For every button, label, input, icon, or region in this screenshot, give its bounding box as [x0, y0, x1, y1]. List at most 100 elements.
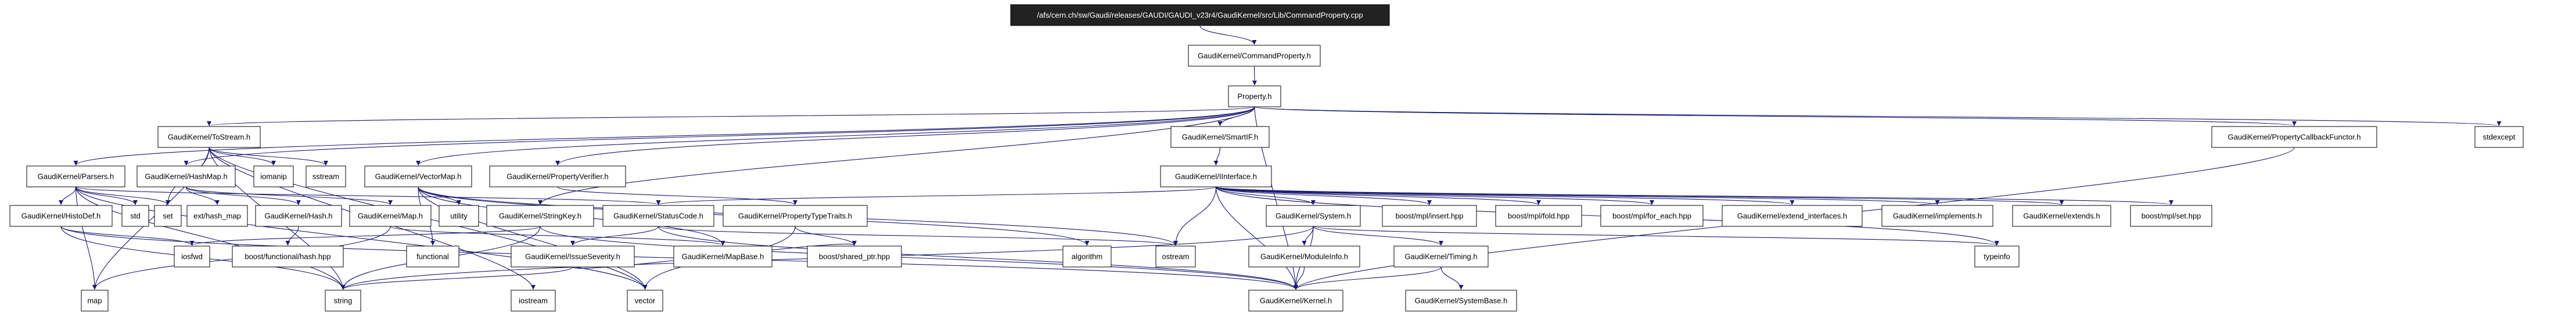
node-label: boost/mpl/fold.hpp — [1508, 212, 1569, 221]
node-box — [1881, 205, 1993, 227]
graph-node-extintf[interactable]: GaudiKernel/extend_interfaces.h — [1722, 205, 1863, 227]
graph-node-stdn[interactable]: std — [121, 205, 149, 227]
node-box — [136, 165, 236, 187]
graph-node-issueseverity[interactable]: GaudiKernel/IssueSeverity.h — [511, 245, 635, 268]
graph-edge-iinterface-extendsn — [1215, 186, 2064, 205]
graph-edge-smartif-iinterface — [1213, 147, 1221, 166]
graph-edge-parsers-str — [75, 186, 346, 290]
node-box — [1155, 245, 1196, 268]
graph-node-mplfold[interactable]: boost/mpl/fold.hpp — [1495, 205, 1582, 227]
node-label: GaudiKernel/MapBase.h — [682, 252, 764, 261]
node-box — [364, 165, 472, 187]
graph-node-sstream[interactable]: sstream — [306, 165, 346, 187]
graph-node-hash[interactable]: GaudiKernel/Hash.h — [255, 205, 342, 227]
node-label: GaudiKernel/IInterface.h — [1175, 172, 1257, 181]
graph-node-vector[interactable]: vector — [627, 290, 663, 312]
graph-node-histodef[interactable]: GaudiKernel/HistoDef.h — [9, 205, 113, 227]
graph-edge-hashmap-gmap — [185, 186, 393, 205]
node-label: GaudiKernel/Timing.h — [1404, 252, 1477, 261]
graph-node-vectormap[interactable]: GaudiKernel/VectorMap.h — [364, 165, 472, 187]
graph-node-cpp[interactable]: /afs/cern.ch/sw/Gaudi/releases/GAUDI/GAU… — [1010, 4, 1390, 26]
graph-edge-property-stringkey — [538, 106, 1255, 205]
graph-node-str[interactable]: string — [325, 290, 361, 312]
graph-node-mplforeach[interactable]: boost/mpl/for_each.hpp — [1600, 205, 1704, 227]
graph-node-moduleinfo[interactable]: GaudiKernel/ModuleInfo.h — [1248, 245, 1360, 268]
graph-node-statuscode[interactable]: GaudiKernel/StatusCode.h — [602, 205, 714, 227]
graph-edge-system-timing — [1313, 226, 1443, 246]
graph-node-timing[interactable]: GaudiKernel/Timing.h — [1393, 245, 1489, 268]
graph-node-utility[interactable]: utility — [439, 205, 479, 227]
node-label: sstream — [312, 172, 339, 181]
node-box — [511, 245, 635, 268]
graph-node-systembase[interactable]: GaudiKernel/SystemBase.h — [1405, 290, 1517, 312]
graph-node-iosfwd[interactable]: iosfwd — [174, 245, 210, 268]
node-box — [154, 205, 182, 227]
node-label: /afs/cern.ch/sw/Gaudi/releases/GAUDI/GAU… — [1037, 11, 1363, 20]
graph-node-verifier[interactable]: GaudiKernel/PropertyVerifier.h — [489, 165, 626, 187]
node-box — [157, 126, 261, 148]
graph-node-setn[interactable]: set — [154, 205, 182, 227]
node-label: GaudiKernel/StatusCode.h — [613, 212, 703, 221]
graph-node-exthashmap[interactable]: ext/hash_map — [186, 205, 248, 227]
node-label: functional — [416, 252, 449, 261]
node-label: string — [334, 297, 353, 305]
node-box — [1160, 165, 1272, 187]
graph-edge-iinterface-ostream — [1173, 186, 1217, 246]
node-box — [1722, 205, 1863, 227]
node-box — [406, 245, 459, 268]
node-label: GaudiKernel/ToStream.h — [168, 133, 250, 142]
node-label: GaudiKernel/Map.h — [358, 212, 423, 221]
graph-node-system[interactable]: GaudiKernel/System.h — [1266, 205, 1361, 227]
graph-node-sharedptr[interactable]: boost/shared_ptr.hpp — [807, 245, 902, 268]
graph-node-extendsn[interactable]: GaudiKernel/extends.h — [2012, 205, 2111, 227]
node-box — [2012, 205, 2111, 227]
graph-node-ptt[interactable]: GaudiKernel/PropertyTypeTraits.h — [723, 205, 868, 227]
graph-node-boosthash[interactable]: boost/functional/hash.hpp — [232, 245, 344, 268]
graph-node-algorithm[interactable]: algorithm — [1062, 245, 1112, 268]
node-label: typeinfo — [1984, 252, 2010, 261]
graph-edge-property-tostream — [207, 106, 1255, 127]
node-label: vector — [635, 297, 656, 305]
graph-node-functional[interactable]: functional — [406, 245, 459, 268]
graph-edge-iinterface-mplfold — [1215, 186, 1541, 205]
node-box — [1382, 205, 1477, 227]
node-box — [486, 205, 594, 227]
graph-node-cmdprop[interactable]: GaudiKernel/CommandProperty.h — [1188, 45, 1321, 67]
graph-node-property[interactable]: Property.h — [1228, 85, 1281, 107]
node-label: GaudiKernel/PropertyVerifier.h — [506, 172, 609, 181]
graph-node-iomanip[interactable]: iomanip — [253, 165, 294, 187]
node-label: GaudiKernel/StringKey.h — [499, 212, 581, 221]
graph-node-implementsn[interactable]: GaudiKernel/implements.h — [1881, 205, 1993, 227]
graph-node-stringkey[interactable]: GaudiKernel/StringKey.h — [486, 205, 594, 227]
graph-node-callback[interactable]: GaudiKernel/PropertyCallbackFunctor.h — [2211, 126, 2377, 148]
graph-node-kernel[interactable]: GaudiKernel/Kernel.h — [1248, 290, 1343, 312]
node-label: GaudiKernel/extend_interfaces.h — [1737, 212, 1847, 221]
graph-edge-iinterface-mplinsert — [1215, 186, 1432, 205]
graph-node-tostream[interactable]: GaudiKernel/ToStream.h — [157, 126, 261, 148]
graph-node-mplinsert[interactable]: boost/mpl/insert.hpp — [1382, 205, 1477, 227]
node-label: GaudiKernel/ModuleInfo.h — [1260, 252, 1348, 261]
graph-edge-statuscode-kernel — [658, 226, 1298, 290]
node-label: boost/mpl/insert.hpp — [1395, 212, 1463, 221]
graph-node-typeinfo[interactable]: typeinfo — [1974, 245, 2020, 268]
graph-node-stdmap[interactable]: map — [81, 290, 109, 312]
graph-node-gmap[interactable]: GaudiKernel/Map.h — [349, 205, 432, 227]
node-label: GaudiKernel/HistoDef.h — [21, 212, 101, 221]
graph-node-mapbase[interactable]: GaudiKernel/MapBase.h — [673, 245, 773, 268]
graph-node-iostream[interactable]: iostream — [511, 290, 556, 312]
graph-node-smartif[interactable]: GaudiKernel/SmartIF.h — [1170, 126, 1270, 148]
node-label: boost/shared_ptr.hpp — [819, 252, 890, 261]
node-box — [723, 205, 868, 227]
node-box — [232, 245, 344, 268]
graph-node-stdexcept[interactable]: stdexcept — [2474, 126, 2524, 148]
graph-node-hashmap[interactable]: GaudiKernel/HashMap.h — [136, 165, 236, 187]
graph-node-parsers[interactable]: GaudiKernel/Parsers.h — [26, 165, 125, 187]
graph-node-mplset[interactable]: boost/mpl/set.hpp — [2130, 205, 2212, 227]
node-box — [2130, 205, 2212, 227]
node-label: GaudiKernel/Kernel.h — [1260, 297, 1332, 305]
graph-node-iinterface[interactable]: GaudiKernel/IInterface.h — [1160, 165, 1272, 187]
node-label: algorithm — [1072, 252, 1102, 261]
node-label: utility — [450, 212, 468, 221]
graph-edge-property-smartif — [1217, 106, 1255, 127]
graph-node-ostream[interactable]: ostream — [1155, 245, 1196, 268]
